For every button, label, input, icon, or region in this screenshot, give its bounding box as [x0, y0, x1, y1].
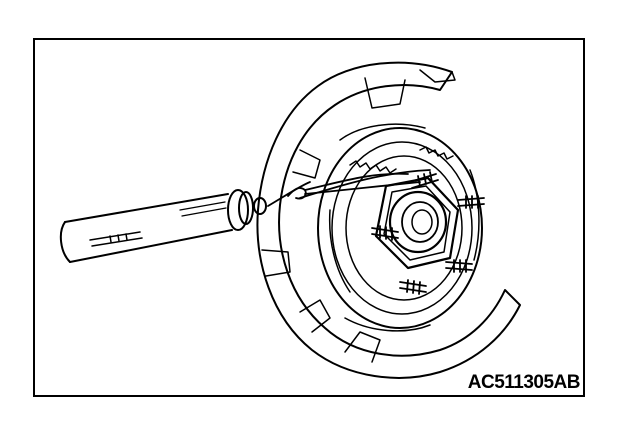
figure-code: AC511305AB	[467, 372, 581, 393]
drive-shaft	[59, 189, 267, 263]
axle-hub	[374, 176, 460, 270]
dust-shield	[256, 61, 521, 379]
figure-frame	[33, 38, 585, 397]
puller-wire	[267, 169, 431, 207]
wheel-studs	[371, 171, 485, 295]
brake-shoe-ring	[317, 123, 483, 332]
